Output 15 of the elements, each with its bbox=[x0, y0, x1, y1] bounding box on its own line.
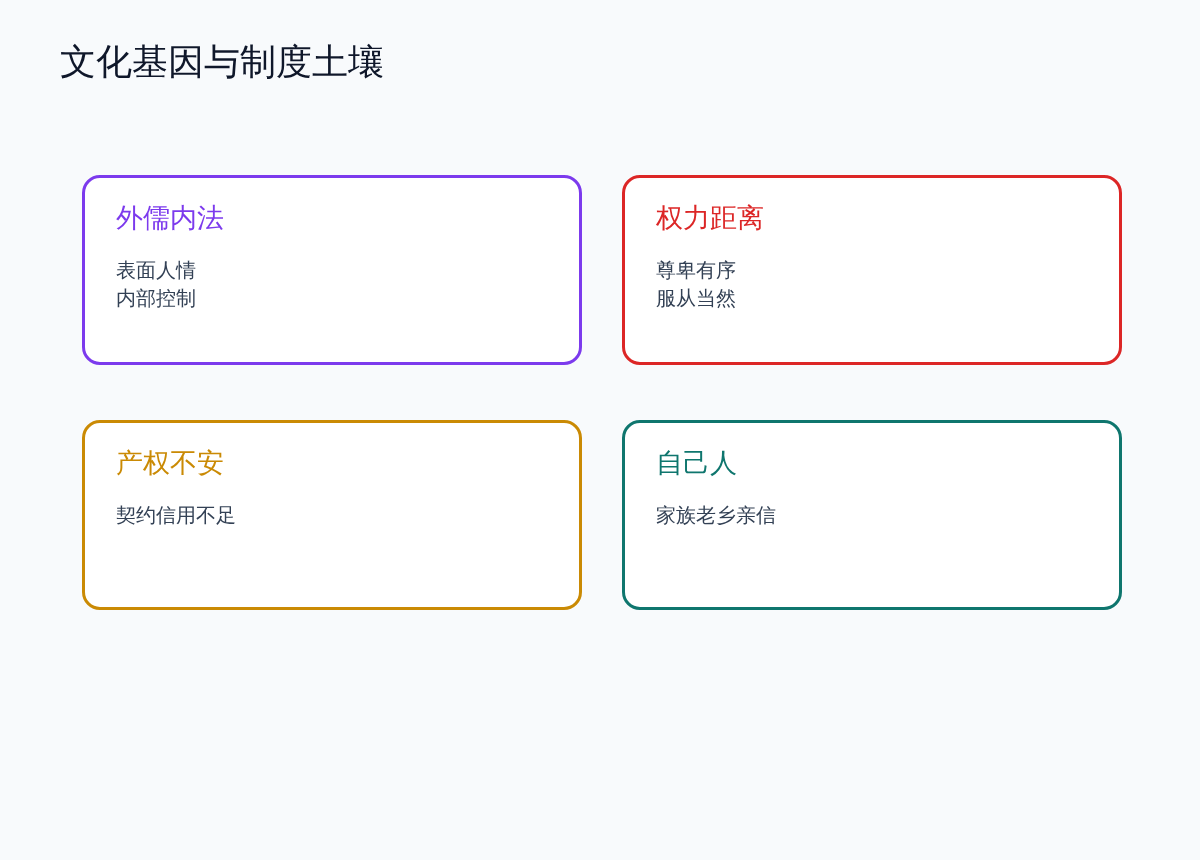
card-text: 服从当然 bbox=[656, 285, 736, 312]
category-card bbox=[82, 175, 582, 365]
card-text: 家族老乡亲信 bbox=[656, 502, 776, 529]
card-text: 尊卑有序 bbox=[656, 257, 736, 284]
category-card bbox=[82, 420, 582, 610]
page-title: 文化基因与制度土壤 bbox=[60, 40, 384, 84]
card-text: 表面人情 bbox=[116, 257, 196, 284]
card-heading: 产权不安 bbox=[116, 446, 224, 480]
card-heading: 权力距离 bbox=[656, 201, 764, 235]
card-text: 契约信用不足 bbox=[116, 502, 236, 529]
card-text: 内部控制 bbox=[116, 285, 196, 312]
card-heading: 自己人 bbox=[656, 446, 737, 480]
card-heading: 外儒内法 bbox=[116, 201, 224, 235]
category-card bbox=[622, 175, 1122, 365]
category-card bbox=[622, 420, 1122, 610]
